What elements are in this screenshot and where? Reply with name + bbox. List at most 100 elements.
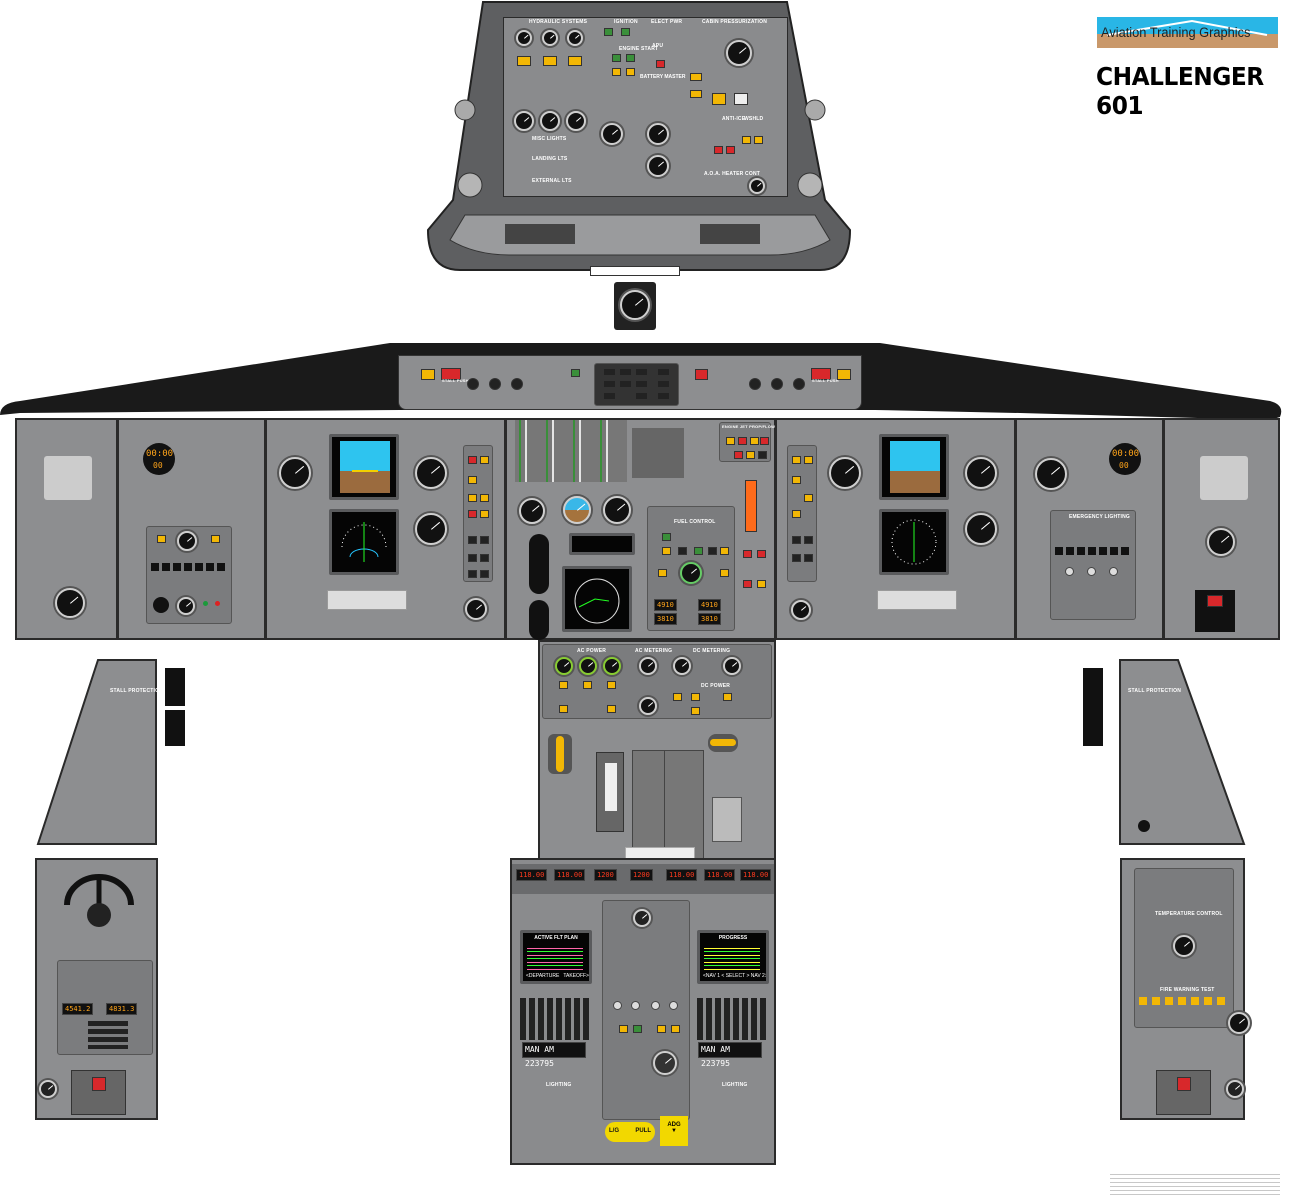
push-button[interactable] [467, 378, 479, 390]
oxygen-mask-box[interactable] [1156, 1070, 1211, 1115]
annunciator-switch[interactable] [468, 476, 477, 484]
annunciator-switch[interactable] [603, 380, 616, 388]
flap-selector[interactable] [712, 797, 742, 842]
gear-lever[interactable] [745, 480, 757, 532]
annunciator-switch[interactable] [480, 494, 489, 502]
annunciator-switch[interactable] [559, 705, 568, 713]
emergency-depress-button[interactable] [712, 93, 726, 105]
stall-push-left-button[interactable]: STALL PUSH [441, 368, 469, 383]
annunciator-switch[interactable] [792, 476, 801, 484]
annunciator-switch[interactable] [691, 693, 700, 701]
annunciator-switch[interactable] [723, 693, 732, 701]
pressurization-button[interactable] [690, 73, 702, 81]
thrust-lever-right[interactable] [664, 750, 704, 862]
annunciator-switch[interactable] [662, 533, 671, 541]
annunciator-switch[interactable] [603, 368, 616, 376]
annunciator-switch[interactable] [792, 456, 801, 464]
annunciator-switch[interactable] [619, 380, 632, 388]
annunciator-switch[interactable] [1207, 595, 1223, 607]
battery-master-button[interactable] [656, 60, 665, 68]
hyd-pump-button[interactable] [543, 56, 557, 66]
annunciator-switch[interactable] [691, 707, 700, 715]
annunciator-switch[interactable] [758, 451, 767, 459]
annunciator-switch[interactable] [559, 681, 568, 689]
flap-handle[interactable] [548, 734, 572, 774]
annunciator-switch[interactable] [734, 451, 743, 459]
annunciator-switch[interactable] [694, 547, 703, 555]
annunciator-switch[interactable] [657, 1025, 666, 1033]
annunciator-switch[interactable] [635, 368, 648, 376]
annunciator-switch[interactable] [480, 570, 489, 578]
master-warning-left[interactable] [421, 369, 435, 380]
annunciator-switch[interactable] [157, 535, 166, 543]
wshld-heat-button[interactable] [754, 136, 763, 144]
annunciator-switch[interactable] [635, 392, 648, 400]
push-button[interactable] [749, 378, 761, 390]
annunciator-switch[interactable] [603, 392, 616, 400]
annunciator-switch[interactable] [743, 580, 752, 588]
push-button[interactable] [489, 378, 501, 390]
knob-icon[interactable] [1087, 567, 1096, 576]
ignition-button[interactable] [604, 28, 613, 36]
anti-ice-button[interactable] [726, 146, 735, 154]
adg-handle[interactable]: ADG▼ [660, 1116, 688, 1146]
ditching-button[interactable] [734, 93, 748, 105]
annunciator-switch[interactable] [468, 554, 477, 562]
annunciator-switch[interactable] [468, 510, 477, 518]
annunciator-switch[interactable] [468, 570, 477, 578]
annunciator-switch[interactable] [792, 510, 801, 518]
annunciator-switch[interactable] [804, 536, 813, 544]
annunciator-switch[interactable] [720, 569, 729, 577]
annunciator-switch[interactable] [480, 456, 489, 464]
annunciator-switch[interactable] [468, 494, 477, 502]
push-button[interactable] [793, 378, 805, 390]
annunciator-switch[interactable] [468, 536, 477, 544]
anti-ice-button[interactable] [714, 146, 723, 154]
knob-icon[interactable] [1065, 567, 1074, 576]
annunciator-switch[interactable] [607, 705, 616, 713]
annunciator-switch[interactable] [657, 392, 670, 400]
annunciator-switch[interactable] [662, 547, 671, 555]
annunciator-switch[interactable] [658, 569, 667, 577]
tiller-icon[interactable] [59, 865, 139, 930]
annunciator-switch[interactable] [760, 437, 769, 445]
knob-icon[interactable] [631, 1001, 640, 1010]
gear-emergency-handle[interactable]: L/G PULL [605, 1122, 655, 1142]
push-button[interactable] [511, 378, 523, 390]
annunciator-switch[interactable] [738, 437, 747, 445]
annunciator-switch[interactable] [726, 437, 735, 445]
knob-icon[interactable] [669, 1001, 678, 1010]
annunciator-switch[interactable] [804, 554, 813, 562]
parking-brake-handle[interactable] [708, 734, 738, 752]
master-caution-right[interactable] [695, 369, 708, 380]
annunciator-switch[interactable] [480, 554, 489, 562]
annunciator-switch[interactable] [607, 681, 616, 689]
annunciator-switch[interactable] [480, 510, 489, 518]
annunciator-switch[interactable] [743, 550, 752, 558]
annunciator-switch[interactable] [757, 580, 766, 588]
annunciator-switch[interactable] [804, 494, 813, 502]
engine-start-button[interactable] [626, 54, 635, 62]
annunciator-switch[interactable] [657, 368, 670, 376]
annunciator-switch[interactable] [619, 368, 632, 376]
engine-start-button[interactable] [612, 54, 621, 62]
autopilot-engage[interactable] [571, 369, 580, 377]
pressurization-button[interactable] [690, 90, 702, 98]
spoiler-lever[interactable] [596, 752, 624, 832]
push-button[interactable] [771, 378, 783, 390]
annunciator-switch[interactable] [1177, 1077, 1191, 1091]
knob-icon[interactable] [613, 1001, 622, 1010]
fire-handle-box[interactable] [1195, 590, 1235, 632]
annunciator-switch[interactable] [468, 456, 477, 464]
annunciator-switch[interactable] [792, 536, 801, 544]
oxygen-mask-box[interactable] [71, 1070, 126, 1115]
annunciator-switch[interactable] [619, 1025, 628, 1033]
annunciator-switch[interactable] [750, 437, 759, 445]
master-warning-right[interactable] [837, 369, 851, 380]
engine-start-button[interactable] [612, 68, 621, 76]
annunciator-switch[interactable] [583, 681, 592, 689]
knob-icon[interactable] [651, 1001, 660, 1010]
fms-left-keypad[interactable] [520, 998, 592, 1040]
ignition-button[interactable] [621, 28, 630, 36]
annunciator-switch[interactable] [673, 693, 682, 701]
